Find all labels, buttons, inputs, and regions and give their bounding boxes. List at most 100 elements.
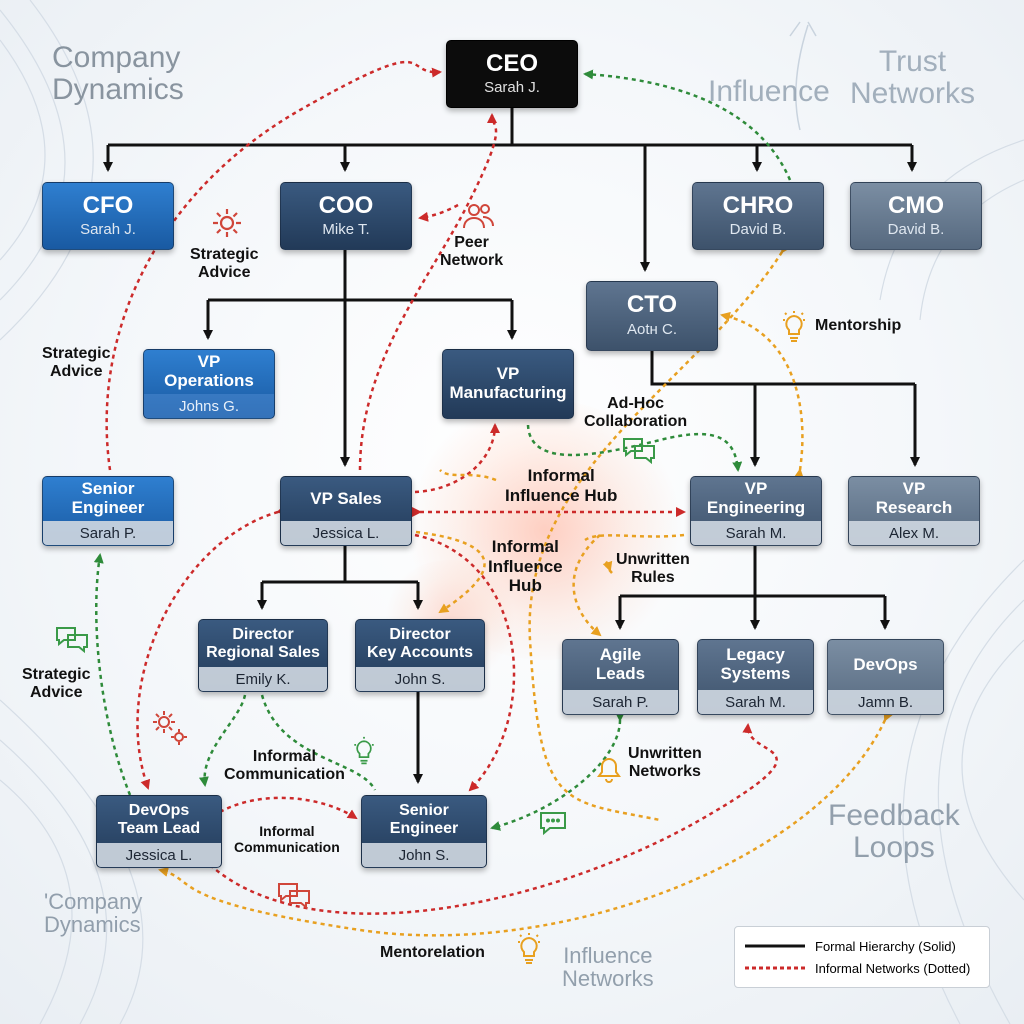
node-ceo-title: CEO bbox=[485, 50, 538, 77]
label-informal-influence-hub-1: Informal Influence Hub bbox=[505, 466, 618, 505]
node-vp-operations-name: Johns G. bbox=[144, 394, 274, 418]
label-mentor-relation: Mentorelation bbox=[380, 944, 485, 961]
node-vp-operations[interactable]: VP Operations Johns G. bbox=[143, 349, 275, 419]
node-cto[interactable]: CTO Aotн C. bbox=[586, 281, 718, 351]
node-devops-team-lead-name: Jessica L. bbox=[97, 843, 221, 867]
node-coo[interactable]: COO Mike T. bbox=[280, 182, 412, 250]
node-senior-engineer-bottom-title: Senior Engineer bbox=[389, 801, 459, 837]
node-cto-name: Aotн C. bbox=[627, 321, 677, 338]
watermark-company-dynamics: Company Dynamics bbox=[52, 41, 184, 106]
informal-unwritten-rules bbox=[572, 534, 602, 637]
node-legacy-systems[interactable]: Legacy Systems Sarah M. bbox=[697, 639, 814, 715]
label-ad-hoc-collaboration: Ad-Hoc Collaboration bbox=[584, 395, 688, 431]
informal-hub-to-sales bbox=[439, 469, 497, 482]
node-cfo[interactable]: CFO Sarah J. bbox=[42, 182, 174, 250]
label-mentorship: Mentorship bbox=[815, 317, 902, 334]
node-chro-name: David B. bbox=[729, 221, 787, 239]
node-vp-sales-title: VP Sales bbox=[310, 488, 382, 508]
lightbulb-icon bbox=[354, 736, 374, 765]
label-unwritten-networks: Unwritten Networks bbox=[628, 745, 702, 781]
informal-vpsales-to-vpmanuf bbox=[414, 423, 500, 494]
node-vp-research[interactable]: VP Research Alex M. bbox=[848, 476, 980, 546]
informal-senior-to-ceo bbox=[105, 60, 442, 471]
node-vp-sales[interactable]: VP Sales Jessica L. bbox=[280, 476, 412, 546]
label-strategic-advice-top: Strategic Advice bbox=[190, 246, 259, 282]
node-senior-engineer-bottom[interactable]: Senior Engineer John S. bbox=[361, 795, 487, 868]
node-director-regional-sales-title: Director Regional Sales bbox=[206, 625, 320, 661]
node-senior-engineer-left-name: Sarah P. bbox=[43, 521, 173, 545]
node-legacy-systems-title: Legacy Systems bbox=[720, 645, 791, 683]
formal-vpsales-trunk bbox=[343, 546, 418, 584]
node-vp-research-title: VP Research bbox=[875, 479, 953, 517]
node-agile-leads[interactable]: Agile Leads Sarah P. bbox=[562, 639, 679, 715]
watermark-company-dynamics-bottom: 'Company Dynamics bbox=[44, 889, 143, 938]
label-strategic-advice-bottom: Strategic Advice bbox=[22, 666, 91, 702]
node-chro[interactable]: CHRO David B. bbox=[692, 182, 824, 250]
informal-chro-to-ceo bbox=[583, 69, 792, 181]
bell-icon bbox=[597, 757, 621, 783]
informal-lead-to-senior bbox=[210, 796, 358, 821]
watermark-influence-networks: Influence Networks bbox=[562, 943, 654, 992]
informal-peer-network bbox=[418, 203, 459, 222]
node-coo-title: COO bbox=[318, 192, 374, 219]
node-ceo-name: Sarah J. bbox=[484, 79, 540, 97]
label-peer-network: Peer Network bbox=[440, 234, 504, 270]
node-vp-engineering-title: VP Engineering bbox=[706, 479, 806, 517]
chat-bubble-icon bbox=[623, 438, 655, 465]
chat-bubble-icon bbox=[278, 883, 310, 910]
lightbulb-icon bbox=[783, 311, 805, 342]
node-devops-title: DevOps bbox=[853, 654, 918, 674]
node-vp-operations-title: VP Operations bbox=[164, 352, 254, 390]
gear-icon bbox=[213, 209, 241, 237]
node-devops-team-lead[interactable]: DevOps Team Lead Jessica L. bbox=[96, 795, 222, 868]
legend-informal-label: Informal Networks (Dotted) bbox=[815, 960, 971, 976]
node-vp-manufacturing-title: VP Manufacturing bbox=[449, 364, 567, 402]
node-legacy-systems-name: Sarah M. bbox=[698, 690, 813, 714]
lightbulb-icon bbox=[518, 933, 540, 964]
label-strategic-advice-left: Strategic Advice bbox=[42, 345, 111, 381]
node-vp-research-name: Alex M. bbox=[849, 521, 979, 545]
node-senior-engineer-left[interactable]: Senior Engineer Sarah P. bbox=[42, 476, 174, 546]
node-vp-manufacturing[interactable]: VP Manufacturing bbox=[442, 349, 574, 419]
node-coo-name: Mike T. bbox=[322, 221, 370, 239]
node-agile-leads-title: Agile Leads bbox=[595, 645, 646, 683]
node-director-key-accounts-title: Director Key Accounts bbox=[366, 625, 474, 661]
node-devops[interactable]: DevOps Jamn B. bbox=[827, 639, 944, 715]
chat-bubble-icon bbox=[540, 812, 566, 836]
legend: Formal Hierarchy (Solid) Informal Networ… bbox=[734, 926, 990, 988]
gears-icon bbox=[153, 711, 187, 745]
node-cfo-title: CFO bbox=[82, 192, 134, 219]
watermark-trust-networks: Trust Networks bbox=[850, 45, 976, 110]
informal-unwritten-rules-top bbox=[602, 559, 613, 574]
node-director-regional-sales-name: Emily K. bbox=[199, 667, 327, 691]
people-icon bbox=[463, 204, 494, 229]
informal-devops-to-lead bbox=[158, 710, 893, 937]
node-cmo[interactable]: CMO David B. bbox=[850, 182, 982, 250]
node-director-key-accounts[interactable]: Director Key Accounts John S. bbox=[355, 619, 485, 692]
node-vp-engineering[interactable]: VP Engineering Sarah M. bbox=[690, 476, 822, 546]
node-vp-sales-name: Jessica L. bbox=[281, 521, 411, 545]
node-director-regional-sales[interactable]: Director Regional Sales Emily K. bbox=[198, 619, 328, 692]
legend-row-informal: Informal Networks (Dotted) bbox=[745, 957, 979, 979]
node-devops-name: Jamn B. bbox=[828, 690, 943, 714]
node-devops-team-lead-title: DevOps Team Lead bbox=[117, 801, 201, 837]
node-cfo-name: Sarah J. bbox=[80, 221, 136, 239]
watermark-influence: Influence bbox=[708, 75, 830, 108]
node-agile-leads-name: Sarah P. bbox=[563, 690, 678, 714]
node-vp-engineering-name: Sarah M. bbox=[691, 521, 821, 545]
label-unwritten-rules: Unwritten Rules bbox=[616, 551, 690, 587]
chat-bubble-icon bbox=[56, 627, 88, 654]
legend-row-formal: Formal Hierarchy (Solid) bbox=[745, 935, 979, 957]
node-cto-title: CTO bbox=[626, 291, 678, 319]
label-informal-influence-hub-2: Informal Influence Hub bbox=[488, 537, 563, 596]
informal-hub-to-dir-key bbox=[415, 530, 486, 614]
legend-solid-line bbox=[745, 944, 805, 948]
node-director-key-accounts-name: John S. bbox=[356, 667, 484, 691]
legend-formal-label: Formal Hierarchy (Solid) bbox=[815, 938, 956, 954]
node-senior-engineer-left-title: Senior Engineer bbox=[71, 479, 145, 517]
label-informal-communication-1: Informal Communication bbox=[224, 748, 345, 784]
informal-mentorship-cto bbox=[720, 311, 804, 479]
node-ceo[interactable]: CEO Sarah J. bbox=[446, 40, 578, 108]
